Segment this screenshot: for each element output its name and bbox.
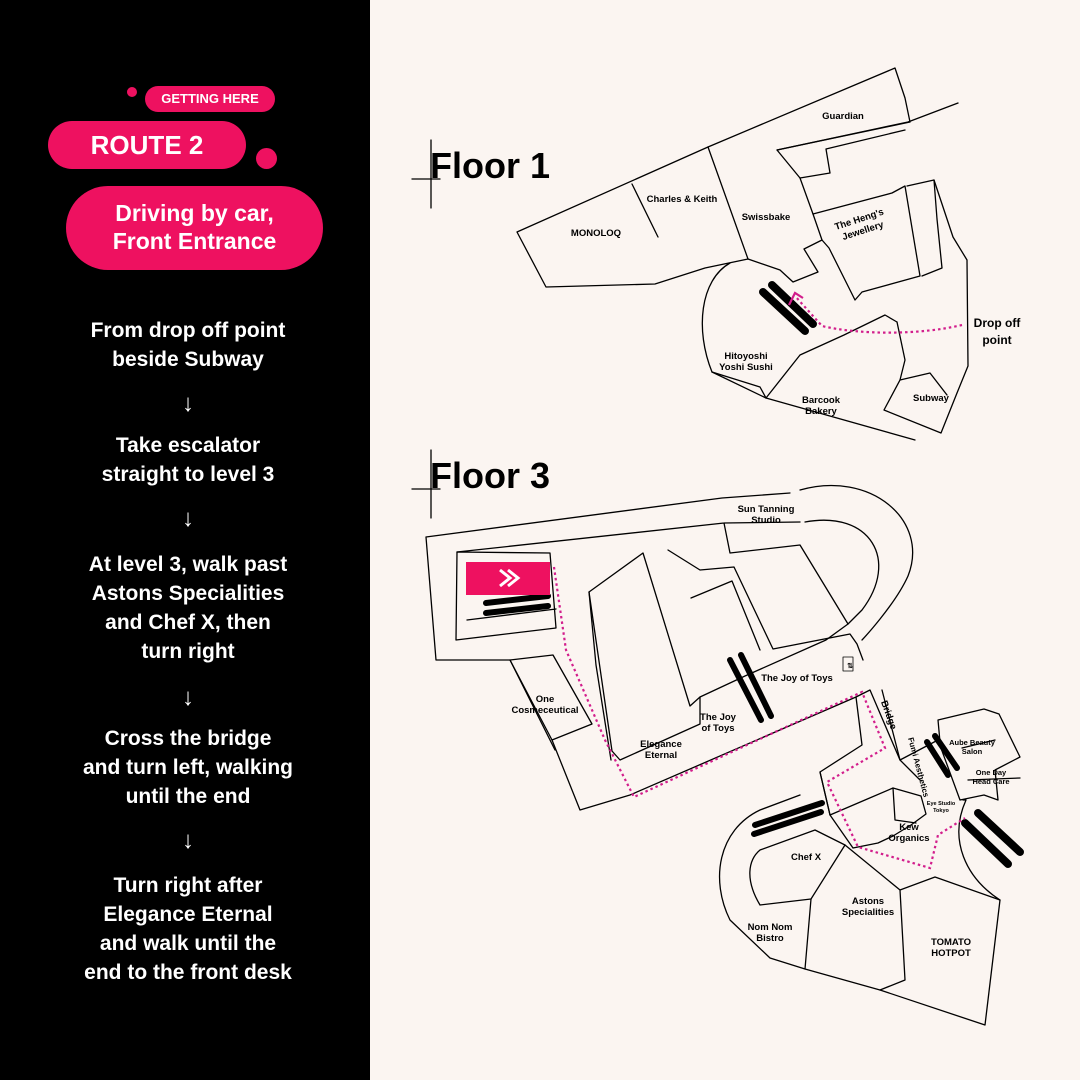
store-charles-keith: Charles & Keith xyxy=(647,194,718,205)
step-3: At level 3, walk past Astons Specialitie… xyxy=(88,553,288,663)
step-2: Take escalator straight to level 3 xyxy=(101,434,275,486)
floor3-plan xyxy=(425,484,1021,1026)
store-aube-beauty-line1: Aube Beauty xyxy=(949,738,996,747)
decor-dot-small xyxy=(127,87,137,97)
store-one-day-head-care-line2: Head Care xyxy=(972,777,1009,786)
store-swissbake: Swissbake xyxy=(742,212,791,223)
instructions-panel: GETTING HERE ROUTE 2 Driving by car, Fro… xyxy=(0,0,370,1080)
store-sun-tanning-line1: Sun Tanning xyxy=(738,504,795,515)
floor3-corner-mark xyxy=(411,449,441,519)
store-joy-of-toys: The Joy of Toys xyxy=(761,673,833,684)
store-nom-nom-line2: Bistro xyxy=(756,933,784,944)
brand-logo-icon xyxy=(499,568,521,588)
store-astons-line2: Specialities xyxy=(842,907,894,918)
floor1-title: Floor 1 xyxy=(430,145,550,186)
drop-off-label-line1: Drop off xyxy=(974,316,1022,330)
store-elegance-eternal-line1: Elegance xyxy=(640,739,682,750)
store-tomato-hotpot-line1: TOMATO xyxy=(931,937,971,948)
store-barcook-line1: Barcook xyxy=(802,395,841,406)
step-1: From drop off point beside Subway xyxy=(90,319,286,371)
store-guardian: Guardian xyxy=(822,111,864,122)
elevator-symbol: ⇅ xyxy=(847,662,853,670)
store-eye-studio-line1: Eye Studio xyxy=(927,801,956,807)
store-barcook-line2: Bakery xyxy=(805,406,837,417)
down-arrow-icon: ↓ xyxy=(182,827,194,854)
step-4: Cross the bridge and turn left, walking … xyxy=(82,727,293,808)
route-path xyxy=(552,295,966,870)
drop-off-label-line2: point xyxy=(982,333,1011,347)
store-tomato-hotpot-line2: HOTPOT xyxy=(931,948,971,959)
store-elegance-eternal-line2: Eternal xyxy=(645,750,677,761)
route-arrow-icon xyxy=(788,291,804,306)
store-kew-organics-line2: Organics xyxy=(888,833,929,844)
getting-here-tag: GETTING HERE xyxy=(145,86,275,112)
store-joy-of-toys-small-line1: The Joy xyxy=(700,712,737,723)
store-hitoyoshi-line2: Yoshi Sushi xyxy=(719,362,773,373)
store-aube-beauty-line2: Salon xyxy=(962,747,983,756)
route-title: ROUTE 2 xyxy=(48,121,246,169)
floor-maps: Floor 1 Floor 3 Guardian Charles & Keith… xyxy=(411,67,1024,1026)
store-one-cosmeceutical-line2: Cosmeceutical xyxy=(511,705,578,716)
store-joy-of-toys-small-line2: of Toys xyxy=(701,723,734,734)
down-arrow-icon: ↓ xyxy=(182,390,194,417)
store-hitoyoshi-line1: Hitoyoshi xyxy=(724,351,767,362)
store-subway: Subway xyxy=(913,393,950,404)
floor1-corner-mark xyxy=(411,139,441,209)
floor1-plan xyxy=(516,67,969,441)
floor3-title: Floor 3 xyxy=(430,455,550,496)
store-sun-tanning-line2: Studio xyxy=(751,515,781,526)
travel-mode-badge: Driving by car, Front Entrance xyxy=(66,186,323,270)
store-monoloq: MONOLOQ xyxy=(571,228,621,239)
down-arrow-icon: ↓ xyxy=(182,684,194,711)
store-chef-x: Chef X xyxy=(791,852,822,863)
store-eye-studio-line2: Tokyo xyxy=(933,808,949,814)
store-one-day-head-care-line1: One Day xyxy=(976,768,1007,777)
decor-dot-large xyxy=(256,148,277,169)
map-panel: Floor 1 Floor 3 Guardian Charles & Keith… xyxy=(370,0,1080,1080)
down-arrow-icon: ↓ xyxy=(182,505,194,532)
store-one-cosmeceutical-line1: One xyxy=(536,694,554,705)
store-kew-organics-line1: Kew xyxy=(899,822,919,833)
store-nom-nom-line1: Nom Nom xyxy=(748,922,793,933)
store-astons-line1: Astons xyxy=(852,896,884,907)
step-5: Turn right after Elegance Eternal and wa… xyxy=(84,874,292,984)
